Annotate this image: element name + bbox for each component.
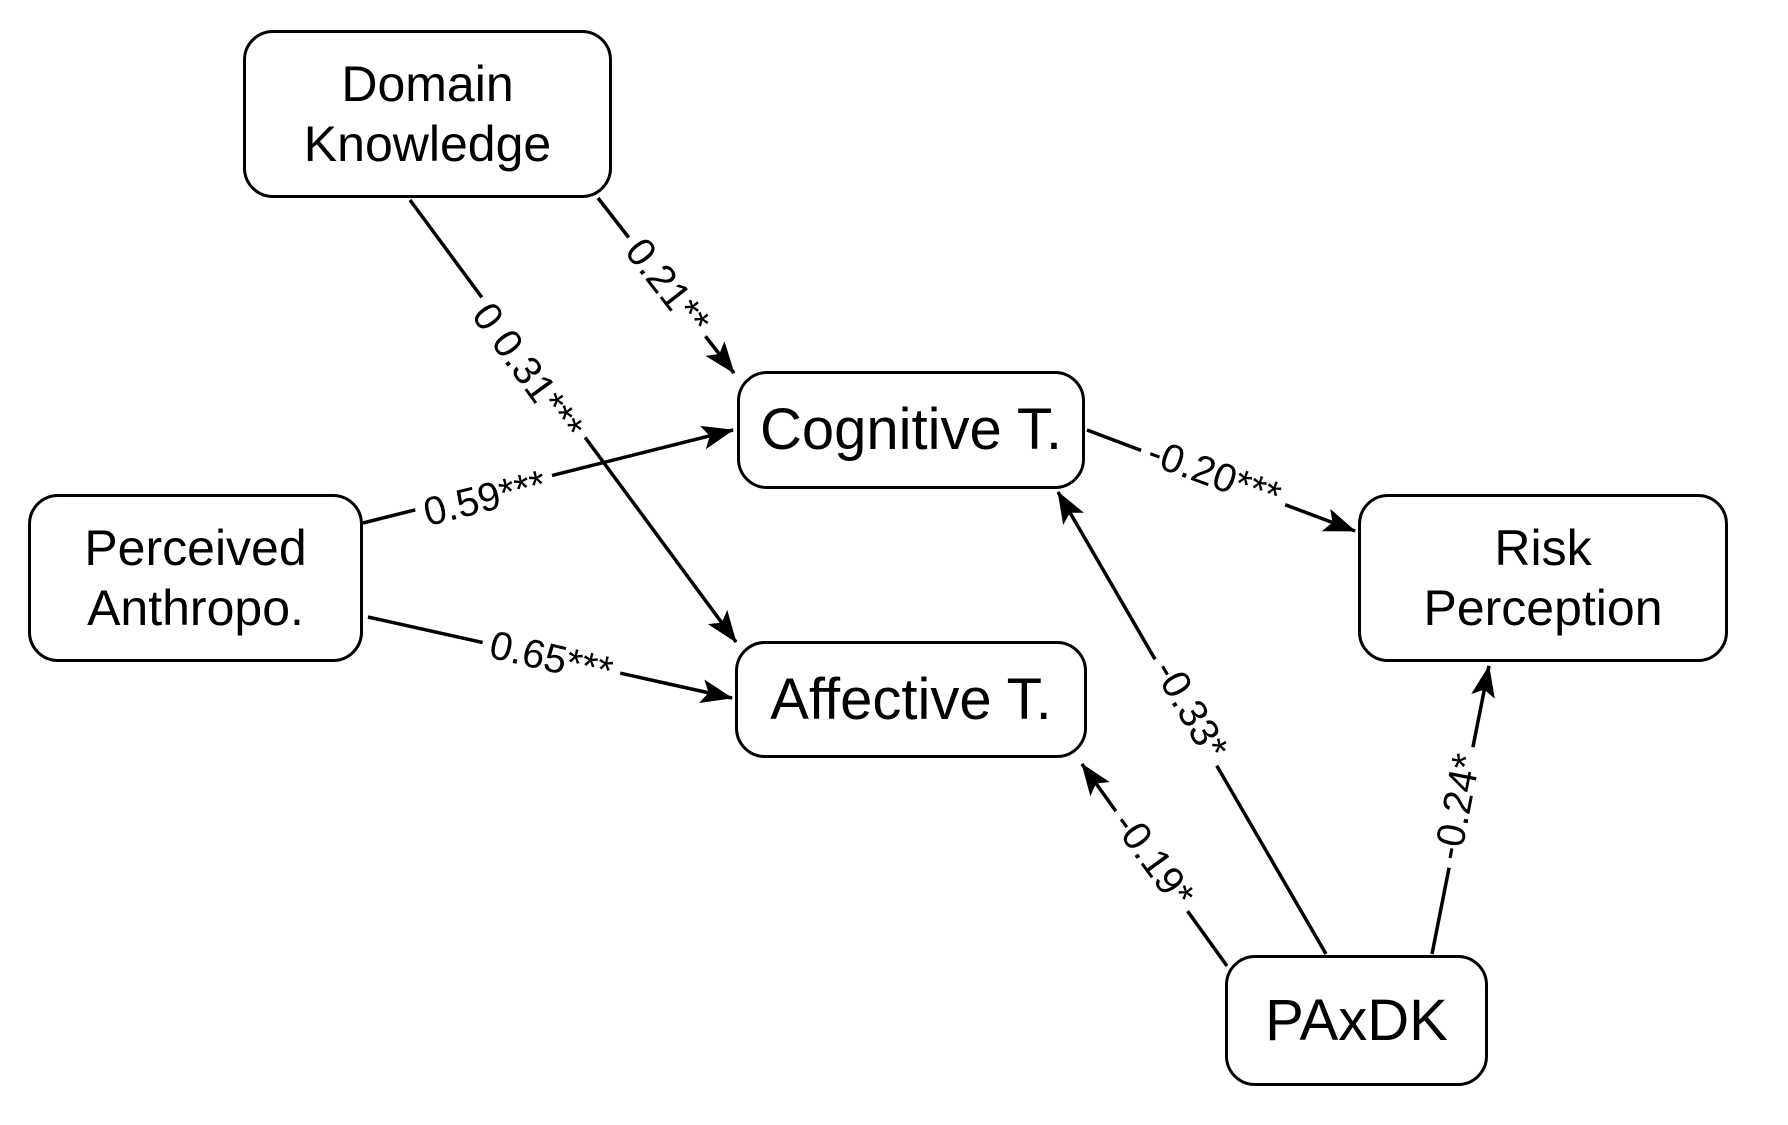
node-cognitive-trust-label: Cognitive T. [760, 397, 1062, 463]
node-risk-perception-line1: Risk [1494, 520, 1592, 576]
node-risk-perception: Risk Perception [1358, 494, 1728, 662]
node-cognitive-trust: Cognitive T. [737, 371, 1085, 489]
node-paxdk-label: PAxDK [1265, 987, 1448, 1053]
node-domain-knowledge: Domain Knowledge [243, 30, 612, 198]
node-domain-knowledge-line2: Knowledge [303, 116, 552, 172]
node-perceived-anthropo-line2: Anthropo. [87, 580, 304, 636]
node-affective-trust: Affective T. [735, 641, 1087, 758]
node-perceived-anthropo-line1: Perceived [84, 520, 307, 576]
node-paxdk: PAxDK [1225, 955, 1488, 1086]
node-perceived-anthropo: Perceived Anthropo. [28, 494, 363, 662]
node-domain-knowledge-line1: Domain [341, 56, 514, 112]
node-affective-trust-label: Affective T. [770, 666, 1052, 732]
node-risk-perception-line2: Perception [1423, 580, 1663, 636]
